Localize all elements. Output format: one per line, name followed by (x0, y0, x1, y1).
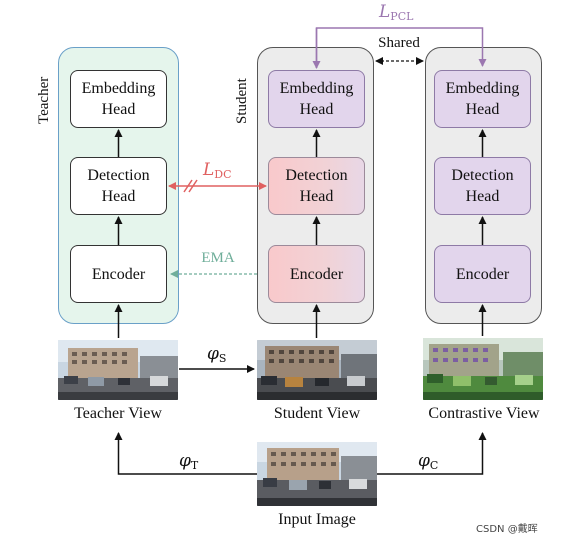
dc-loss-label: LDC (203, 160, 232, 181)
pcl-loss-label: LPCL (379, 2, 414, 23)
contrastive-detection-head: Detection Head (434, 157, 531, 215)
contrastive-encoder: Encoder (434, 245, 531, 303)
watermark: CSDN @戴晖 (476, 524, 538, 535)
ema-label: EMA (201, 250, 235, 266)
contrastive-view-caption: Contrastive View (428, 405, 540, 422)
input-image (257, 442, 377, 506)
teacher-embedding-head: Embedding Head (70, 70, 167, 128)
student-view-image (257, 340, 377, 400)
student-view-caption: Student View (273, 405, 361, 422)
student-detection-head: Detection Head (268, 157, 365, 215)
phi-t-label: φT (179, 451, 199, 472)
phi-c-label: φC (418, 451, 439, 472)
teacher-encoder: Encoder (70, 245, 167, 303)
contrastive-view-image (423, 338, 543, 400)
teacher-view-image (58, 340, 178, 400)
shared-label: Shared (378, 35, 420, 51)
student-embedding-head: Embedding Head (268, 70, 365, 128)
phi-s-label: φS (207, 344, 227, 365)
student-encoder: Encoder (268, 245, 365, 303)
teacher-detection-head: Detection Head (70, 157, 167, 215)
contrastive-embedding-head: Embedding Head (434, 70, 531, 128)
input-image-caption: Input Image (278, 511, 356, 528)
teacher-view-caption: Teacher View (74, 405, 162, 422)
